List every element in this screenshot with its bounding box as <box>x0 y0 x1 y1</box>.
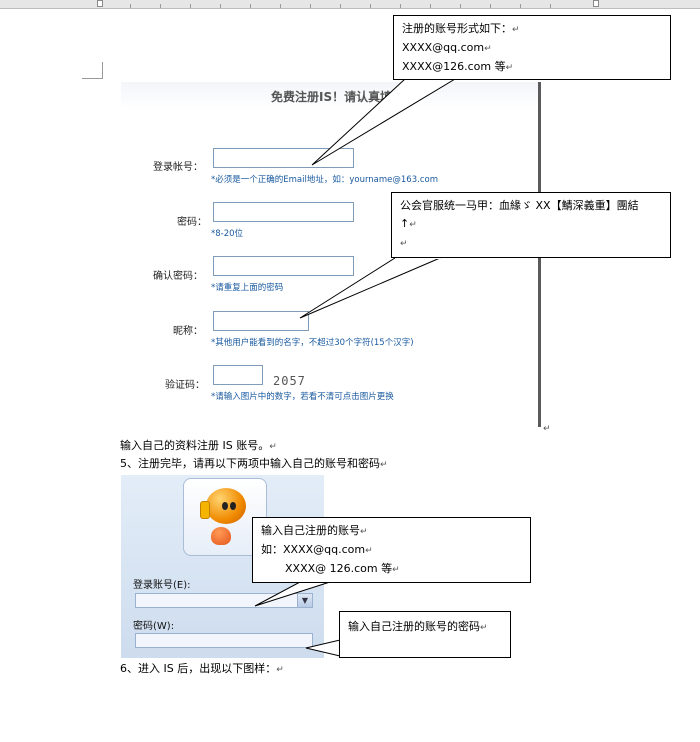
callout-line: 如：XXXX@qq.com↵ <box>261 543 373 556</box>
callout-login-password: 输入自己注册的账号的密码↵ <box>339 611 511 658</box>
ruler-tick <box>220 4 221 8</box>
ruler-tick <box>160 4 161 8</box>
callout-line: XXXX@qq.com↵ <box>402 41 492 54</box>
callout-line: 注册的账号形式如下：↵ <box>402 22 520 35</box>
callout-nickname: 公会官服统一马甲：血緣ゞ XX【鯖深義重】團結 ↑↵ ↵ <box>391 192 671 258</box>
callout-line: ↵ <box>400 239 408 249</box>
left-indent-marker[interactable] <box>97 0 103 7</box>
callout-pointer-account <box>311 78 457 166</box>
nickname-input[interactable] <box>213 311 309 331</box>
top-ruler[interactable] <box>0 0 700 9</box>
paragraph-text: 6、进入 IS 后，出现以下图样： <box>120 662 277 675</box>
confirm-password-input[interactable] <box>213 256 354 276</box>
callout-pointer-nickname <box>299 257 441 319</box>
callout-login-account: 输入自己注册的账号↵ 如：XXXX@qq.com↵ XXXX@ 126.com … <box>252 517 531 583</box>
ruler-tick <box>190 4 191 8</box>
ruler-tick <box>520 4 521 8</box>
confirm-password-hint: *请重复上面的密码 <box>211 283 284 293</box>
paragraph-mark-icon: ↵ <box>276 665 284 675</box>
ruler-tick <box>550 4 551 8</box>
ruler-tick <box>250 4 251 8</box>
paragraph-mark-icon: ↵ <box>543 424 551 434</box>
confirm-password-label: 确认密码： <box>153 271 203 282</box>
paragraph-step5: 5、注册完毕，请再以下两项中输入自己的账号和密码↵ <box>120 455 388 471</box>
captcha-input[interactable] <box>213 365 263 385</box>
callout-line: 输入自己注册的账号↵ <box>261 524 368 537</box>
callout-line: XXXX@126.com 等↵ <box>402 60 514 73</box>
form-header-strip <box>121 82 538 110</box>
ruler-tick <box>460 4 461 8</box>
password-hint: *8-20位 <box>211 229 244 239</box>
captcha-hint: *请输入图片中的数字，若看不清可点击图片更换 <box>211 392 394 402</box>
paragraph-step6: 6、进入 IS 后，出现以下图样：↵ <box>120 660 284 676</box>
margin-corner-left <box>82 62 103 79</box>
password-label: 密码： <box>177 217 207 228</box>
callout-pointer-login-password <box>305 639 341 657</box>
paragraph-text: 5、注册完毕，请再以下两项中输入自己的账号和密码 <box>120 457 380 470</box>
callout-account-format: 注册的账号形式如下：↵ XXXX@qq.com↵ XXXX@126.com 等↵ <box>393 15 671 80</box>
headset-icon <box>200 501 210 519</box>
callout-line: 公会官服统一马甲：血緣ゞ XX【鯖深義重】團結 <box>400 199 639 212</box>
ruler-tick <box>280 4 281 8</box>
ruler-tick <box>340 4 341 8</box>
login-account-label: 登录账号(E): <box>133 580 191 591</box>
ruler-tick <box>430 4 431 8</box>
password-input[interactable] <box>213 202 354 222</box>
paragraph-text: 输入自己的资料注册 IS 账号。 <box>120 439 270 452</box>
right-indent-marker[interactable] <box>593 0 599 7</box>
login-password-label: 密码(W): <box>133 621 175 632</box>
ruler-tick <box>310 4 311 8</box>
captcha-label: 验证码： <box>165 380 205 391</box>
ruler-tick <box>370 4 371 8</box>
paragraph-register: 输入自己的资料注册 IS 账号。↵ <box>120 437 277 453</box>
paragraph-mark-icon: ↵ <box>269 442 277 452</box>
account-label: 登录帐号： <box>153 162 203 173</box>
chevron-down-icon[interactable]: ▼ <box>297 594 312 607</box>
ruler-tick <box>490 4 491 8</box>
account-input[interactable] <box>213 148 354 168</box>
captcha-image[interactable]: 2057 <box>273 374 306 388</box>
callout-line: XXXX@ 126.com 等↵ <box>285 562 400 575</box>
ruler-tick <box>400 4 401 8</box>
account-hint: *必须是一个正确的Email地址，如：yourname@163.com <box>211 175 438 185</box>
orange-is-mascot-icon <box>206 488 246 524</box>
callout-line: ↑↵ <box>400 217 417 230</box>
registration-title: 免费注册IS！请认真填写 <box>271 90 405 104</box>
login-password-input[interactable] <box>135 633 313 648</box>
nickname-label: 昵称： <box>173 326 203 337</box>
callout-pointer-login-account <box>254 581 331 607</box>
ruler-tick <box>130 4 131 8</box>
login-account-input[interactable]: ▼ <box>135 593 313 608</box>
paragraph-mark-icon: ↵ <box>380 460 388 470</box>
nickname-hint: *其他用户能看到的名字，不超过30个字符(15个汉字) <box>211 338 414 348</box>
mascot-body <box>211 527 231 545</box>
mascot-eye <box>230 502 236 510</box>
mascot-eye <box>222 502 228 510</box>
